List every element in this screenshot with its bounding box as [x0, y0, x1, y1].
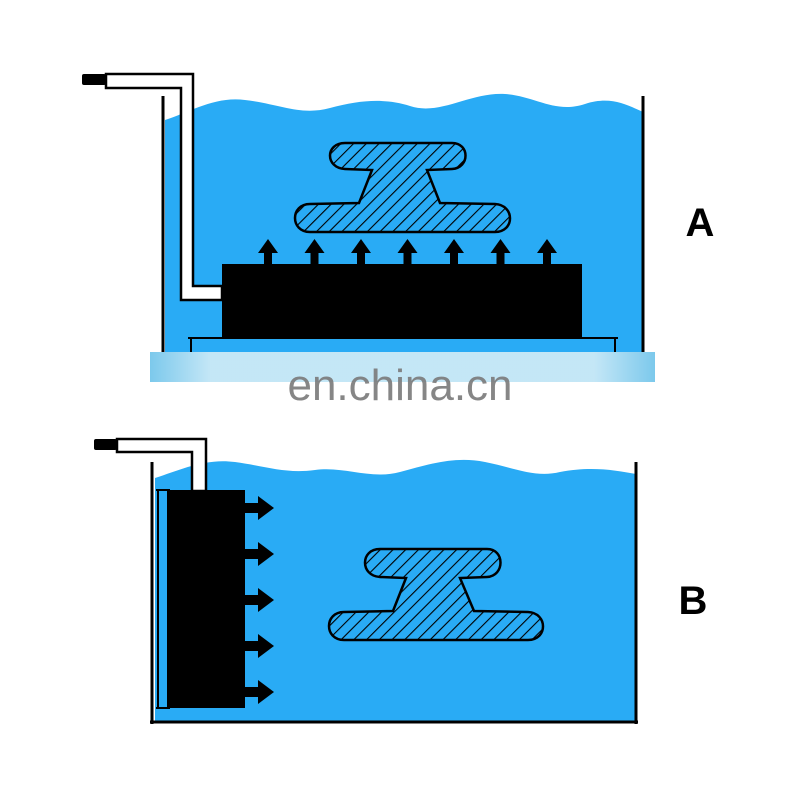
- arrow-right-icon: [244, 496, 274, 520]
- arrow-up-icon: [537, 239, 557, 265]
- pipe-cap-a: [82, 74, 106, 85]
- watermark: en.china.cn: [150, 352, 655, 410]
- arrow-up-icon: [304, 239, 325, 265]
- arrow-right-icon: [244, 634, 274, 658]
- ultrasonic-arrows-a: [258, 239, 557, 265]
- arrow-right-icon: [244, 542, 274, 566]
- pipe-a: [104, 72, 224, 302]
- panel-label-a: A: [686, 201, 715, 245]
- ultrasonic-arrows-b: [244, 496, 274, 704]
- panel-b: B: [94, 437, 708, 724]
- arrow-up-icon: [444, 239, 464, 265]
- arrow-right-icon: [244, 588, 274, 612]
- transducer-a: [222, 264, 582, 338]
- water-surface-b: [155, 459, 636, 722]
- pipe-b: [115, 437, 208, 493]
- arrow-up-icon: [490, 239, 511, 265]
- arrow-right-icon: [244, 680, 274, 704]
- arrow-up-icon: [351, 239, 371, 265]
- tank-b: [150, 462, 638, 724]
- panel-label-b: B: [679, 579, 708, 623]
- transducer-b: [167, 490, 245, 708]
- arrow-up-icon: [258, 239, 278, 265]
- pipe-cap-b: [94, 439, 117, 450]
- workpiece-a: [293, 141, 512, 234]
- watermark-text: en.china.cn: [287, 361, 512, 410]
- panel-a: A: [82, 72, 715, 352]
- watermark-fade: [150, 352, 655, 382]
- workpiece-b: [327, 547, 545, 642]
- arrow-up-icon: [397, 239, 418, 265]
- tank-a: [161, 96, 645, 352]
